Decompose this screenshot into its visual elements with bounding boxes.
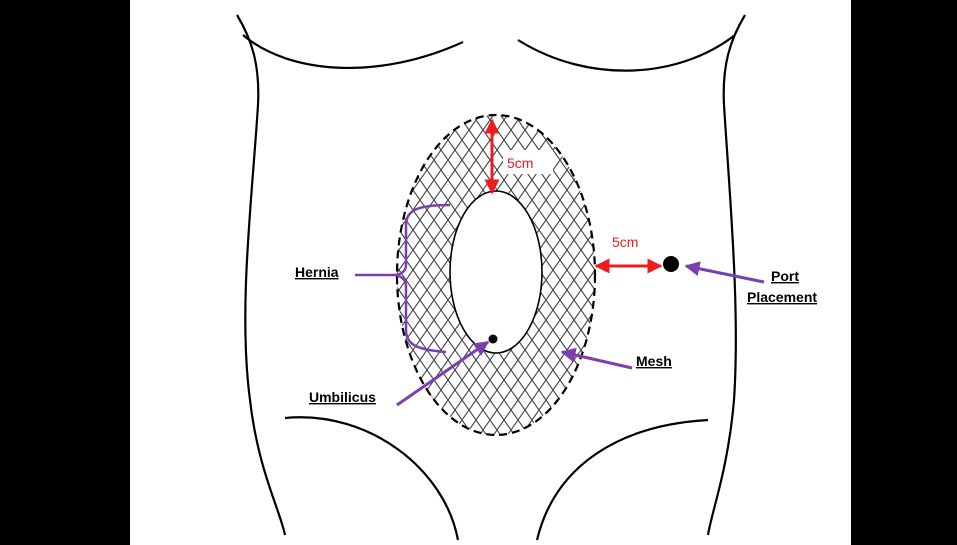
left-shoulder-line [237, 15, 285, 535]
left-groin-curve [285, 417, 458, 540]
hernia-defect [450, 191, 542, 353]
port-label-line1: Port [771, 268, 799, 284]
umbilicus-dot [489, 335, 498, 344]
umbilicus-label: Umbilicus [309, 389, 376, 405]
port-label-line2: Placement [747, 289, 817, 305]
right-chest-curve [518, 35, 735, 71]
port-dot [663, 256, 679, 272]
horizontal-measure-label: 5cm [612, 234, 638, 250]
left-chest-curve [243, 35, 463, 68]
right-groin-curve [537, 420, 708, 540]
hernia-label: Hernia [295, 264, 339, 280]
mesh-label: Mesh [636, 353, 672, 369]
port-pointer-arrow [686, 266, 764, 282]
vertical-measure-label: 5cm [507, 155, 533, 171]
